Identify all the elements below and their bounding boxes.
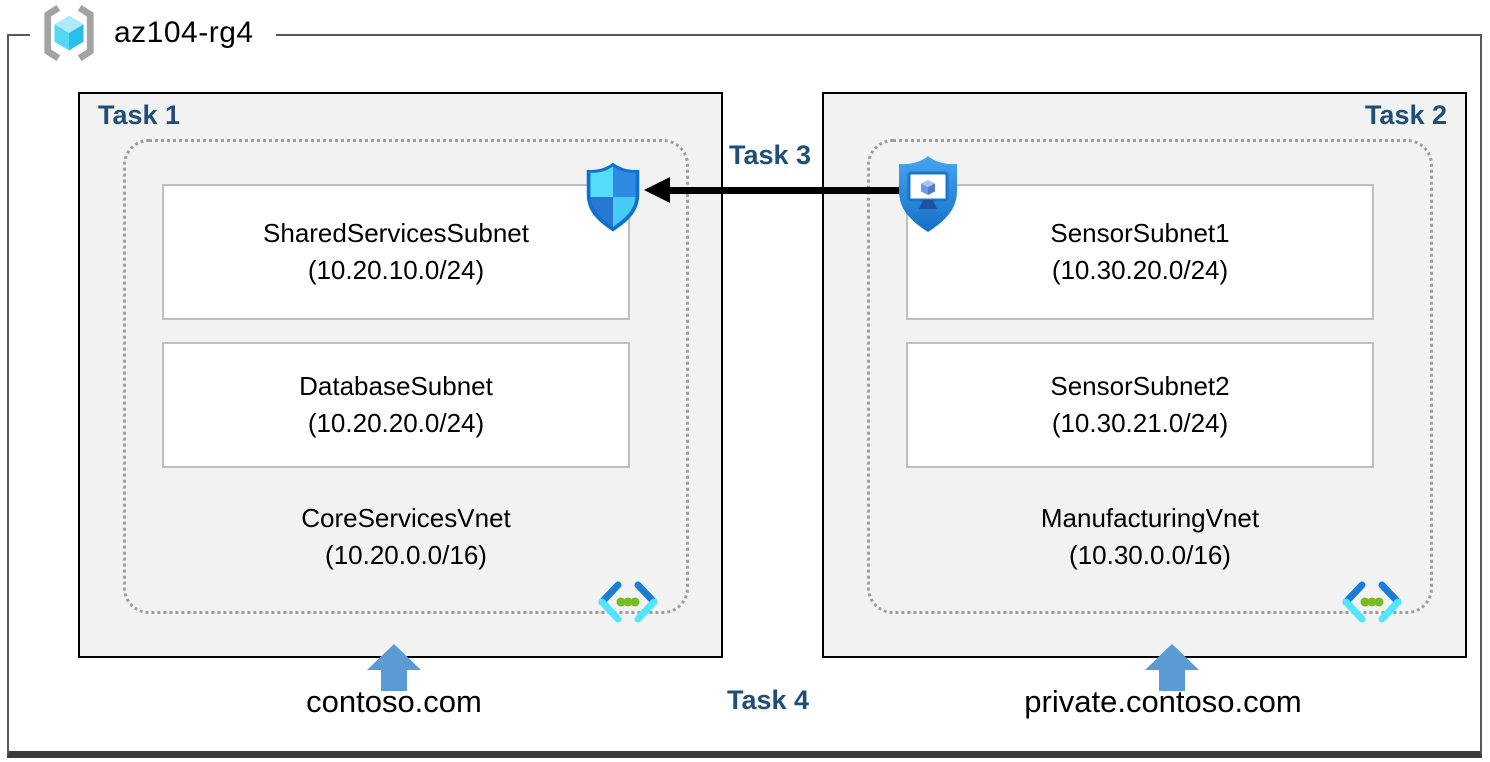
vnet-name: CoreServicesVnet [301, 503, 511, 533]
manufacturing-vnet-label: ManufacturingVnet (10.30.0.0/16) [870, 500, 1430, 574]
subnet-sensor2: SensorSubnet2 (10.30.21.0/24) [906, 342, 1374, 468]
subnet-name: DatabaseSubnet [299, 371, 493, 401]
subnet-cidr: (10.30.20.0/24) [1051, 255, 1229, 285]
peering-arrow-head [644, 177, 670, 203]
subnet-cidr: (10.20.10.0/24) [307, 255, 485, 285]
task1-label: Task 1 [98, 100, 181, 130]
subnet-sensor1: SensorSubnet1 (10.30.20.0/24) [906, 184, 1374, 320]
peering-arrow-line [666, 187, 900, 194]
nsg-shield-icon [586, 162, 640, 232]
task3-label: Task 3 [728, 140, 812, 170]
subnet-name: SensorSubnet1 [1050, 218, 1230, 248]
resource-group-boundary [7, 34, 1482, 758]
subnet-name: SensorSubnet2 [1050, 371, 1230, 401]
subnet-cidr: (10.20.20.0/24) [307, 408, 485, 438]
up-arrow-icon [1145, 644, 1199, 691]
bastion-icon [899, 156, 957, 232]
resource-group-name: az104-rg4 [114, 16, 254, 49]
resource-group-header: az104-rg4 [30, 2, 276, 64]
task2-box-manufacturing: Task 2 SensorSubnet1 (10.30.20.0/24) Sen… [822, 92, 1467, 658]
virtual-network-icon [598, 581, 658, 623]
task2-label: Task 2 [1364, 100, 1447, 130]
subnet-database: DatabaseSubnet (10.20.20.0/24) [162, 342, 630, 468]
vnet-cidr: (10.20.0.0/16) [325, 540, 487, 570]
virtual-network-icon [1342, 581, 1402, 623]
coreservices-vnet-boundary: SharedServicesSubnet (10.20.10.0/24) Dat… [123, 139, 689, 623]
coreservices-vnet-label: CoreServicesVnet (10.20.0.0/16) [126, 500, 686, 574]
vnet-cidr: (10.30.0.0/16) [1069, 540, 1231, 570]
subnet-cidr: (10.30.21.0/24) [1051, 408, 1229, 438]
resource-group-icon [44, 5, 94, 61]
subnet-name: SharedServicesSubnet [263, 218, 529, 248]
vnet-name: ManufacturingVnet [1040, 503, 1260, 533]
subnet-sharedservices: SharedServicesSubnet (10.20.10.0/24) [162, 184, 630, 320]
task4-label: Task 4 [726, 685, 810, 715]
manufacturing-vnet-boundary: SensorSubnet1 (10.30.20.0/24) SensorSubn… [867, 139, 1433, 623]
up-arrow-icon [367, 644, 421, 691]
